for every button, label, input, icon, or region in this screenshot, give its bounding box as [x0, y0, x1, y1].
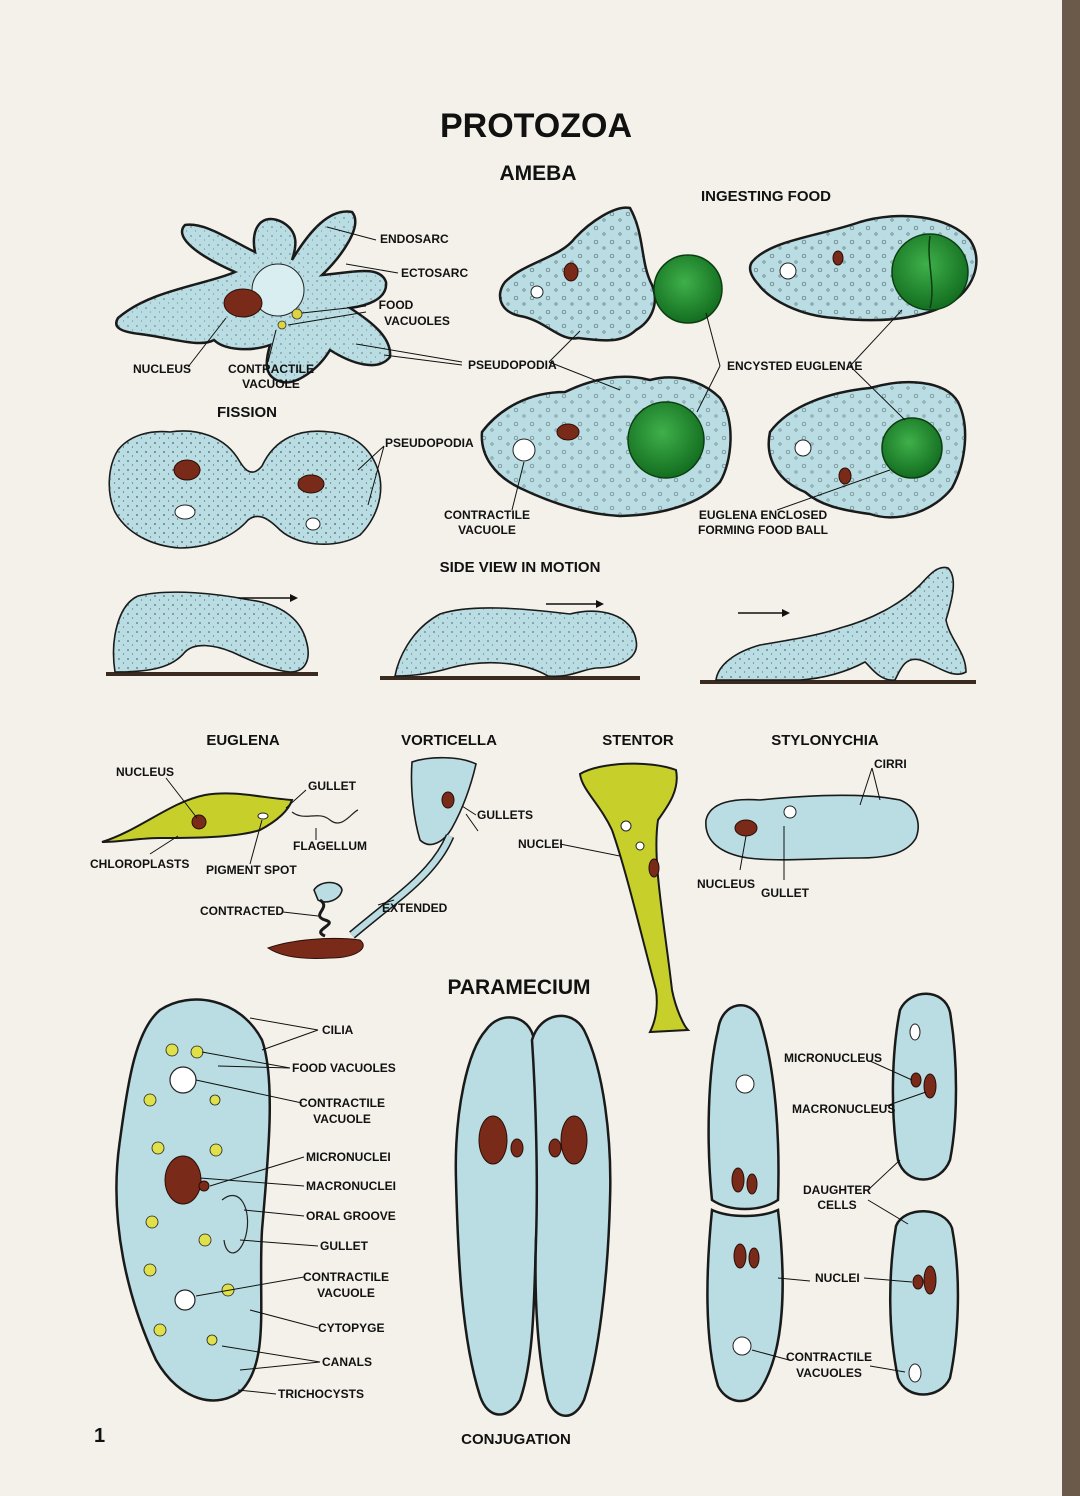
ameba-nucleus	[223, 288, 263, 318]
ameba-heading: AMEBA	[500, 162, 577, 185]
encysted-euglena-1	[653, 254, 723, 324]
label-euglena-flagellum: FLAGELLUM	[293, 839, 367, 853]
paramecium-contractile-vacuole-2	[174, 1289, 196, 1311]
label-contractile-vacuole-p1: CONTRACTILE	[299, 1096, 385, 1110]
label-food-vacuoles-paramecium: FOOD VACUOLES	[292, 1061, 396, 1075]
label-nuclei-division: NUCLEI	[815, 1271, 860, 1285]
ameba-main-diagram	[115, 210, 463, 384]
label-contractile-vacuole: CONTRACTILE	[228, 362, 314, 376]
stentor-heading: STENTOR	[602, 732, 674, 749]
vorticella-heading: VORTICELLA	[401, 732, 497, 749]
label-canals: CANALS	[322, 1355, 372, 1369]
label-daughter-cells: DAUGHTER	[803, 1183, 871, 1197]
label-vorticella-contracted: CONTRACTED	[200, 904, 284, 918]
side-view-heading: SIDE VIEW IN MOTION	[440, 559, 601, 576]
paramecium-main-diagram	[115, 998, 321, 1402]
label-stylonychia-cirri: CIRRI	[874, 757, 907, 771]
label-contractile-vacuole-ingest-2: VACUOLE	[458, 523, 516, 537]
ingesting-stage-3	[480, 375, 732, 518]
label-stylonychia-nucleus: NUCLEUS	[697, 877, 755, 891]
label-pseudopodia: PSEUDOPODIA	[468, 358, 557, 372]
right-floor-edge	[1062, 0, 1080, 1496]
ingesting-food-heading: INGESTING FOOD	[701, 188, 831, 205]
label-contractile-vacuole-p2-2: VACUOLE	[317, 1286, 375, 1300]
poster-title: PROTOZOA	[440, 107, 632, 145]
label-trichocysts: TRICHOCYSTS	[278, 1387, 364, 1401]
ingesting-stage-4	[767, 380, 967, 519]
label-contractile-vacuole-p2: CONTRACTILE	[303, 1270, 389, 1284]
fission-heading: FISSION	[217, 404, 277, 421]
vorticella-diagram	[266, 756, 641, 959]
paramecium-contractile-vacuole-1	[169, 1066, 197, 1094]
label-encysted-euglenae: ENCYSTED EUGLENAE	[727, 359, 862, 373]
label-euglena-enclosed-2: FORMING FOOD BALL	[698, 523, 828, 537]
label-contractile-vacuole-p1-2: VACUOLE	[313, 1112, 371, 1126]
side-view-diagram	[106, 566, 976, 684]
label-euglena-chloroplasts: CHLOROPLASTS	[90, 857, 189, 871]
label-food-vacuoles-2: VACUOLES	[384, 314, 450, 328]
label-food-vacuoles: FOOD	[379, 298, 414, 312]
label-contractile-vacuoles-2: VACUOLES	[796, 1366, 862, 1380]
label-micronuclei: MICRONUCLEI	[306, 1150, 391, 1164]
label-vorticella-gullets: GULLETS	[477, 808, 533, 822]
euglena-heading: EUGLENA	[206, 732, 280, 749]
label-cytopyge: CYTOPYGE	[318, 1321, 384, 1335]
euglena-diagram	[101, 777, 359, 865]
label-vorticella-extended: EXTENDED	[382, 901, 448, 915]
label-euglena-nucleus: NUCLEUS	[116, 765, 174, 779]
label-euglena-enclosed: EUGLENA ENCLOSED	[699, 508, 828, 522]
label-conjugation: CONJUGATION	[461, 1431, 571, 1448]
label-cilia: CILIA	[322, 1023, 354, 1037]
label-macronucleus: MACRONUCLEUS	[792, 1102, 895, 1116]
ameba-vacuole-large	[251, 263, 305, 317]
stylonychia-heading: STYLONYCHIA	[771, 732, 879, 749]
ameba-food-vacuole	[291, 308, 303, 320]
label-stylonychia-gullet: GULLET	[761, 886, 810, 900]
fission-diagram	[108, 430, 385, 549]
encysted-euglena-4	[881, 417, 943, 479]
label-fission-pseudopodia: PSEUDOPODIA	[385, 436, 474, 450]
label-euglena-pigment-spot: PIGMENT SPOT	[206, 863, 297, 877]
label-nucleus: NUCLEUS	[133, 362, 191, 376]
label-daughter-cells-2: CELLS	[817, 1198, 856, 1212]
label-macronuclei: MACRONUCLEI	[306, 1179, 396, 1193]
label-contractile-vacuole-ingest: CONTRACTILE	[444, 508, 530, 522]
division-diagram	[706, 992, 960, 1403]
label-endosarc: ENDOSARC	[380, 232, 449, 246]
label-gullet-paramecium: GULLET	[320, 1239, 369, 1253]
ingesting-stage-1	[498, 206, 723, 342]
encysted-euglena-3	[627, 401, 705, 479]
ingesting-stage-2	[748, 214, 978, 322]
stylonychia-diagram	[705, 767, 919, 880]
label-oral-groove: ORAL GROOVE	[306, 1209, 396, 1223]
page-number: 1	[94, 1425, 105, 1447]
label-contractile-vacuole-2: VACUOLE	[242, 377, 300, 391]
paramecium-heading: PARAMECIUM	[447, 976, 590, 999]
label-micronucleus: MICRONUCLEUS	[784, 1051, 882, 1065]
label-contractile-vacuoles: CONTRACTILE	[786, 1350, 872, 1364]
label-ectosarc: ECTOSARC	[401, 266, 468, 280]
label-vorticella-nuclei: NUCLEI	[518, 837, 563, 851]
label-euglena-gullet: GULLET	[308, 779, 357, 793]
conjugation-diagram	[454, 1014, 612, 1417]
stentor-diagram	[578, 762, 691, 1034]
